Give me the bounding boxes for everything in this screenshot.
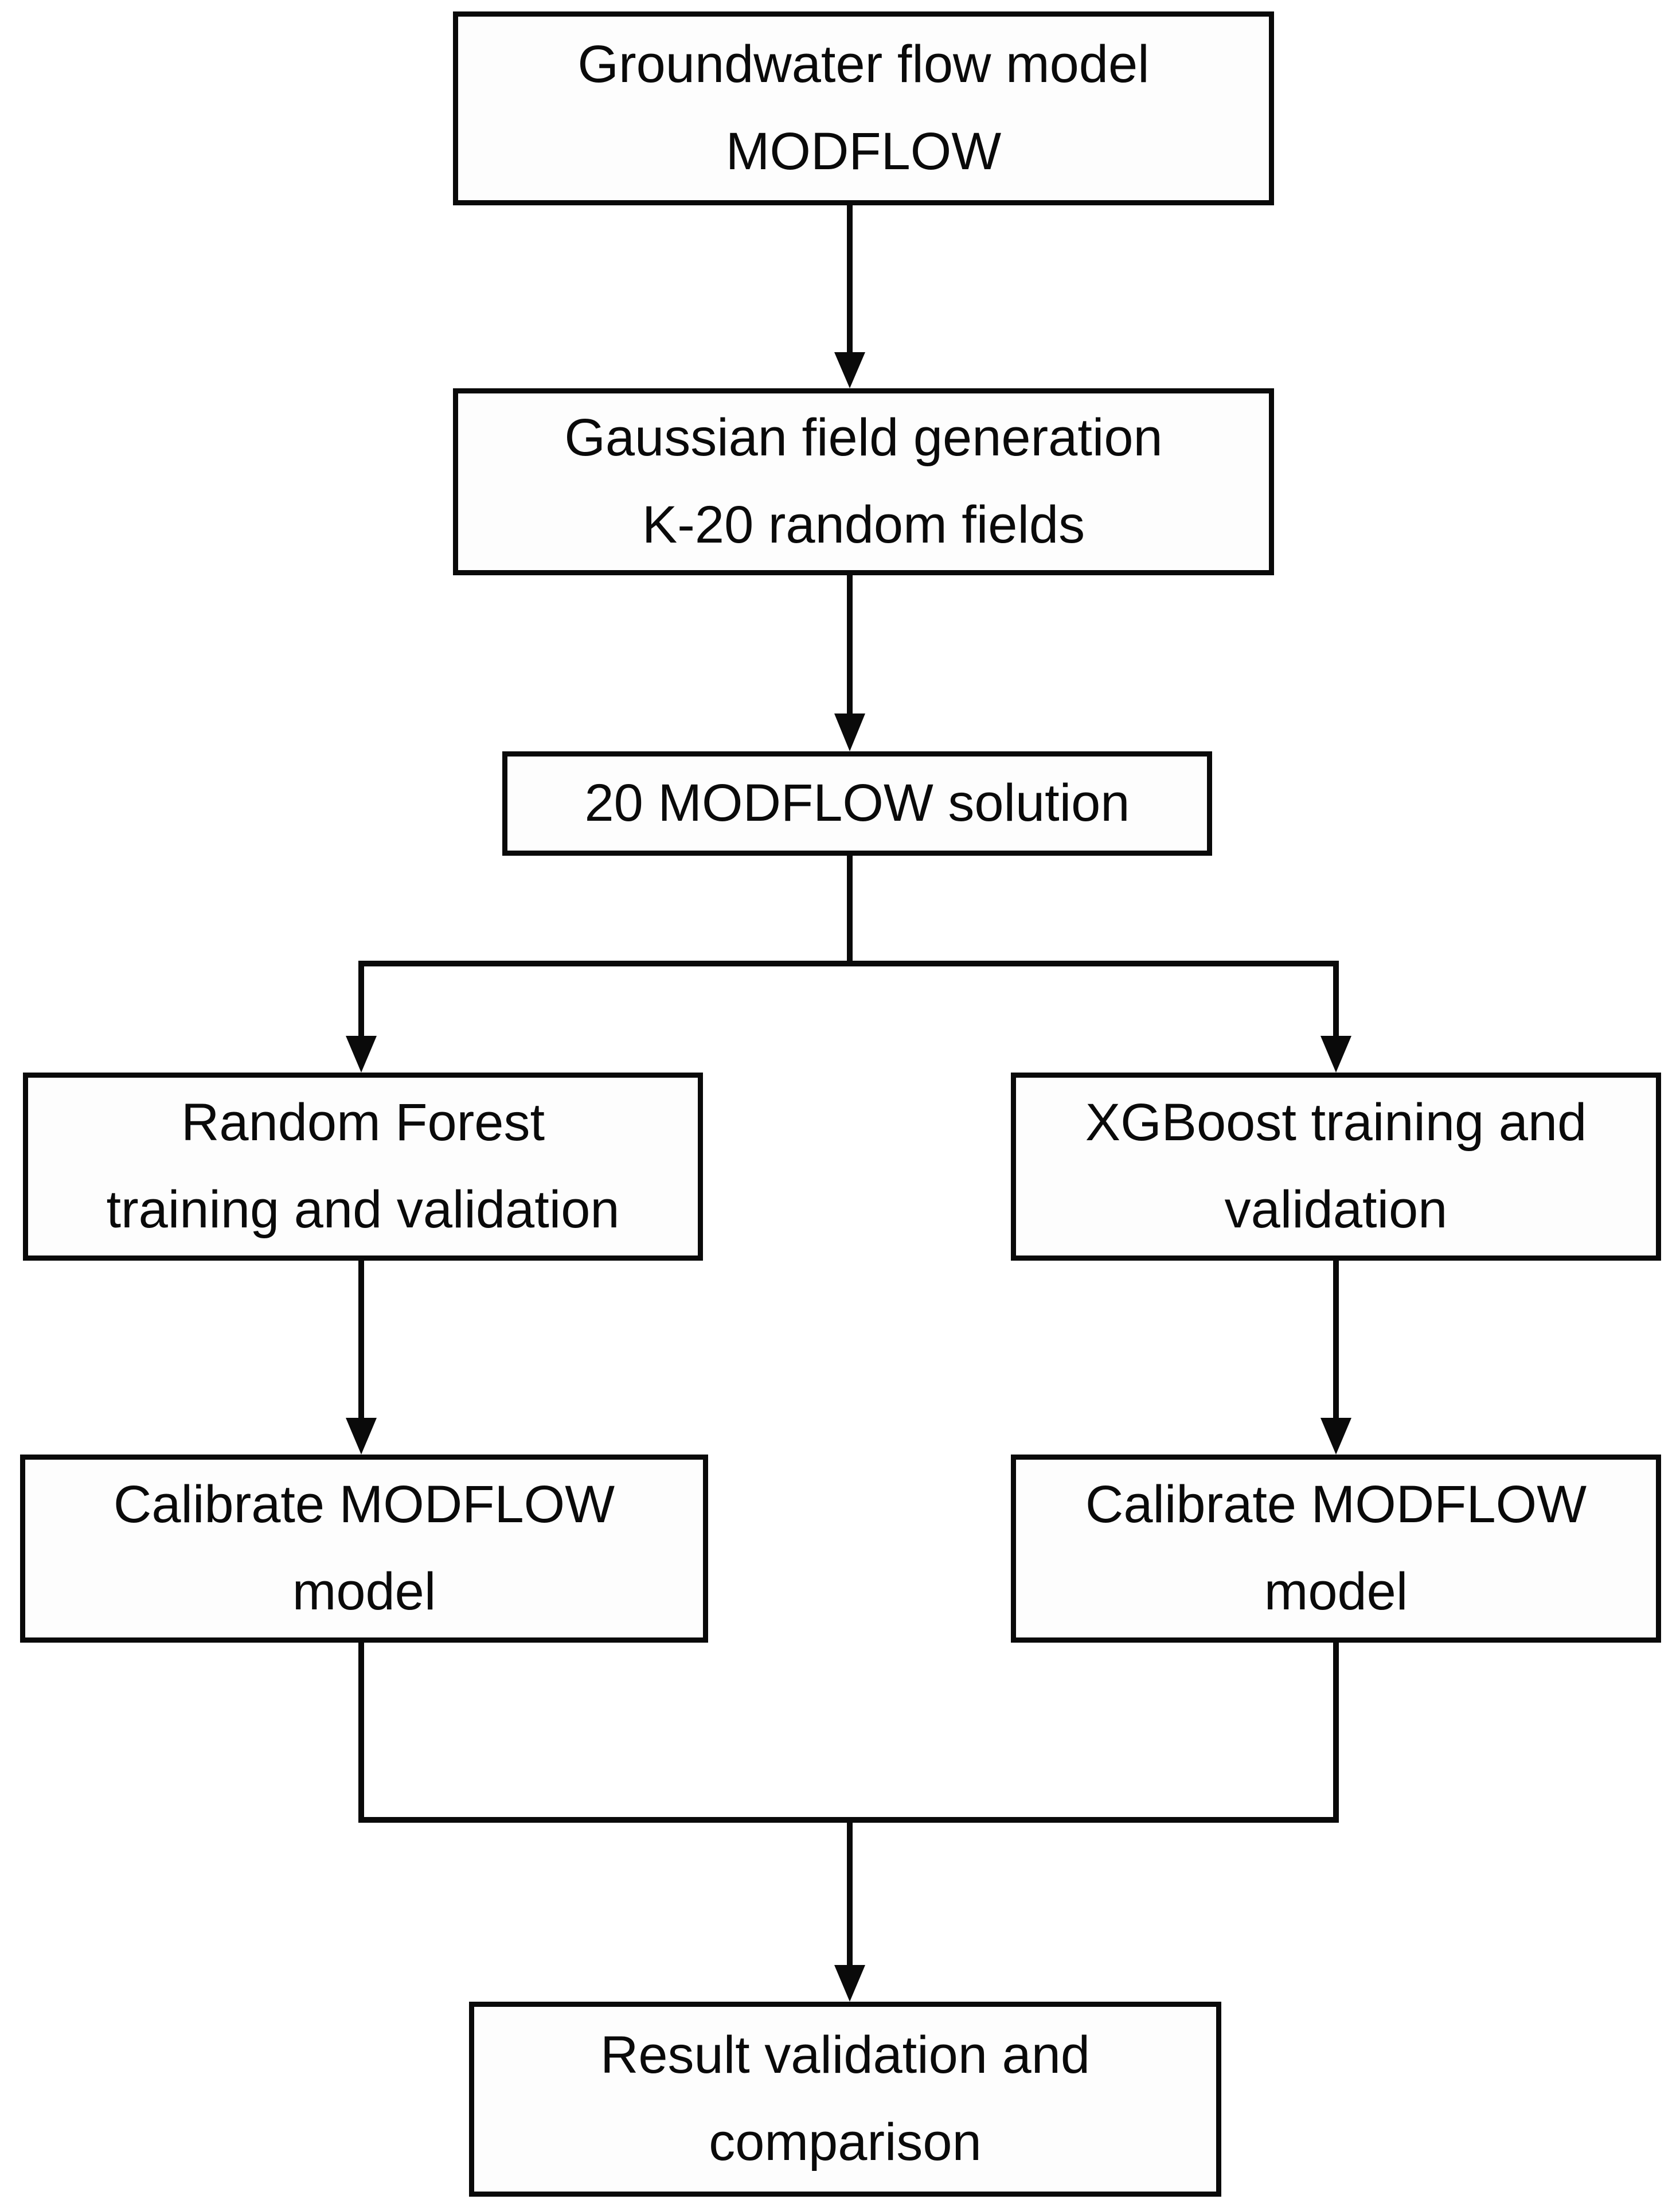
arrow-down-icon [834,352,865,388]
node-random-forest-training: Random Forest training and validation [23,1073,703,1261]
arrow-down-icon [1320,1418,1351,1455]
node-result-validation: Result validation and comparison [469,2002,1221,2197]
arrow-down-icon [346,1418,377,1455]
node-label-line: validation [1224,1180,1448,1239]
node-label-line: Random Forest [181,1093,545,1152]
node-label-line: K-20 random fields [642,496,1085,554]
node-groundwater-flow-model: Groundwater flow model MODFLOW [453,11,1274,205]
node-label-line: Gaussian field generation [564,408,1163,467]
node-label-line: Result validation and [600,2026,1091,2085]
node-xgboost-training: XGBoost training and validation [1011,1073,1661,1261]
node-label-line: Groundwater flow model [577,35,1150,94]
node-calibrate-modflow-left: Calibrate MODFLOW model [20,1455,708,1643]
node-calibrate-modflow-right: Calibrate MODFLOW model [1011,1455,1661,1643]
node-label-line: model [1264,1562,1408,1621]
node-label-line: MODFLOW [725,122,1002,181]
node-gaussian-field-generation: Gaussian field generation K-20 random fi… [453,388,1274,575]
arrow-down-icon [346,1036,377,1073]
node-label-line: XGBoost training and [1085,1093,1587,1152]
arrow-down-icon [834,1965,865,2002]
node-label-line: comparison [709,2113,982,2171]
node-label-line: training and validation [106,1180,620,1239]
arrow-down-icon [1320,1036,1351,1073]
node-label-line: 20 MODFLOW solution [584,774,1130,833]
node-label-line: model [292,1562,436,1621]
arrow-down-icon [834,713,865,751]
node-modflow-solution: 20 MODFLOW solution [502,751,1212,856]
node-label-line: Calibrate MODFLOW [113,1475,615,1534]
node-label-line: Calibrate MODFLOW [1085,1475,1587,1534]
